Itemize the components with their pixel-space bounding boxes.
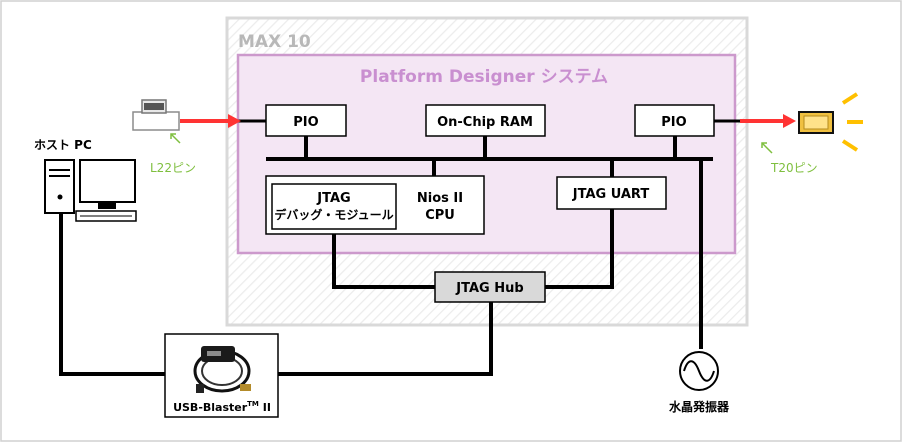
jtag-debug-line2: デバッグ・モジュール — [274, 207, 393, 222]
pio-right-block: PIO — [634, 104, 715, 137]
pio-left-label: PIO — [293, 115, 318, 130]
nios-line1: Nios II — [417, 191, 463, 206]
pin-right-callout: T20ピン — [761, 142, 818, 175]
bus-wiring — [59, 119, 740, 376]
pin-right-label: T20ピン — [770, 161, 818, 175]
onchip-ram-label: On-Chip RAM — [437, 115, 533, 130]
jtag-uart-block: JTAG UART — [556, 176, 667, 210]
usb-blaster-tm: TM — [247, 400, 259, 408]
jtag-debug-line1: JTAG — [316, 191, 350, 206]
switch-icon — [132, 99, 180, 131]
jtag-hub-block: JTAG Hub — [434, 271, 546, 303]
jtag-debug-block: JTAG デバッグ・モジュール — [271, 183, 397, 230]
signal-arrows — [180, 114, 796, 128]
oscillator-label: 水晶発振器 — [669, 399, 730, 414]
usb-blaster-name: USB-Blaster — [173, 401, 248, 414]
jtag-uart-label: JTAG UART — [572, 187, 650, 202]
led-icon — [798, 92, 863, 152]
usb-blaster-label: USB-BlasterTM II — [173, 400, 271, 414]
desktop-pc-icon — [44, 159, 137, 222]
jtag-hub-label: JTAG Hub — [455, 281, 523, 296]
host-pc-label: ホスト PC — [34, 138, 92, 152]
pio-left-block: PIO — [265, 104, 347, 137]
usb-blaster-suffix: II — [259, 401, 271, 414]
chip-label: MAX 10 — [238, 32, 311, 52]
pin-left-callout: L22ピン — [150, 133, 196, 175]
oscillator-icon — [679, 351, 719, 391]
pio-right-label: PIO — [661, 115, 686, 130]
onchip-ram-block: On-Chip RAM — [425, 104, 546, 137]
platform-label: Platform Designer システム — [360, 67, 608, 87]
nios-line2: CPU — [425, 208, 455, 223]
pin-left-label: L22ピン — [150, 161, 196, 175]
usb-cable-icon — [193, 346, 251, 393]
